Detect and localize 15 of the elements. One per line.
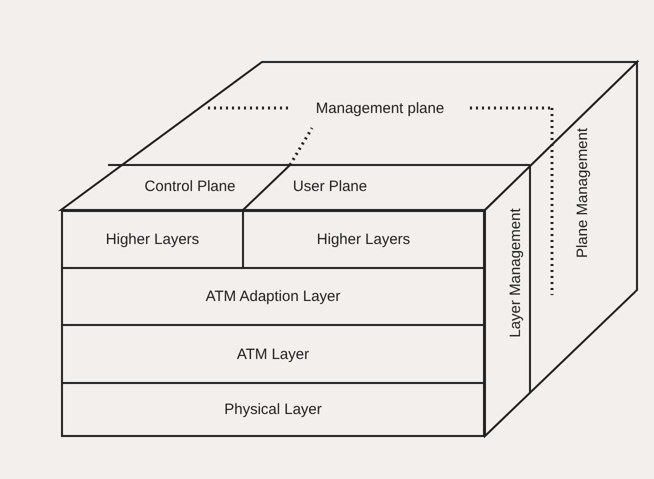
layer-box: [61, 267, 485, 326]
plane-label: User Plane: [292, 178, 368, 194]
plane-label: Management plane: [316, 100, 444, 116]
plane-label: Control Plane: [144, 178, 236, 194]
layer-box: [61, 382, 485, 437]
layer-label: ATM Layer: [236, 346, 310, 362]
layer-label: Higher Layers: [106, 231, 200, 248]
layer-box: [242, 210, 485, 269]
layer-label: Physical Layer: [224, 401, 322, 418]
layer-label: Higher Layers: [316, 231, 410, 248]
layer-box: [61, 210, 244, 269]
plane-label: Layer Management: [506, 208, 524, 338]
layer-label: ATM Adaption Layer: [206, 288, 340, 305]
plane-label: Plane Management: [574, 128, 590, 258]
layer-box: [61, 324, 485, 384]
